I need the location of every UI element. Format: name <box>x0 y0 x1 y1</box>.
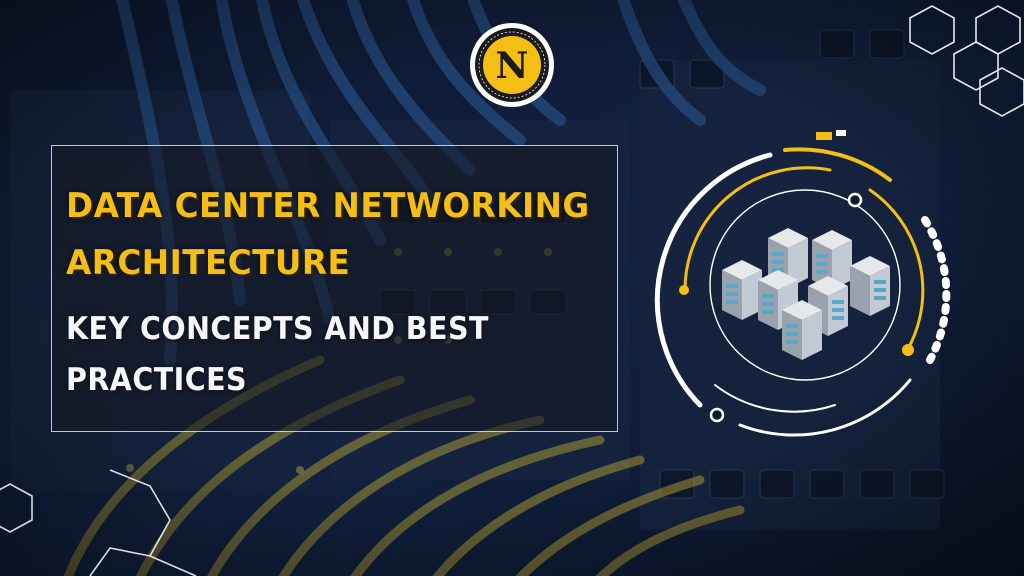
outer-arc-white <box>654 152 773 408</box>
subtitle-line-1: Key Concepts and Best <box>66 311 489 347</box>
server-cluster-icon <box>722 228 890 360</box>
dash-ring <box>921 216 951 364</box>
white-tick <box>836 130 846 136</box>
node-dot <box>679 285 689 295</box>
hexagon-outline-icon <box>909 5 1024 117</box>
title-line-2: Architecture <box>66 243 351 283</box>
node-dot <box>709 407 725 423</box>
outer-arc-white-2 <box>738 378 912 437</box>
server-cluster-art <box>654 130 951 437</box>
logo-letter: N <box>496 45 529 87</box>
mid-arc-yellow <box>683 166 832 292</box>
subtitle-line-2: Practices <box>66 362 248 398</box>
title-panel <box>51 145 618 432</box>
outer-arc-yellow <box>783 147 892 182</box>
hexagon-outline-icon <box>0 469 197 576</box>
mid-arc-yellow-2 <box>868 188 925 347</box>
logo-badge: N <box>470 23 554 107</box>
node-dot <box>902 344 914 356</box>
yellow-tick <box>816 132 832 140</box>
mid-arc-white <box>714 384 836 413</box>
node-dot <box>847 192 863 208</box>
inner-ring <box>709 189 901 381</box>
title-line-1: Data Center Networking <box>66 186 590 226</box>
